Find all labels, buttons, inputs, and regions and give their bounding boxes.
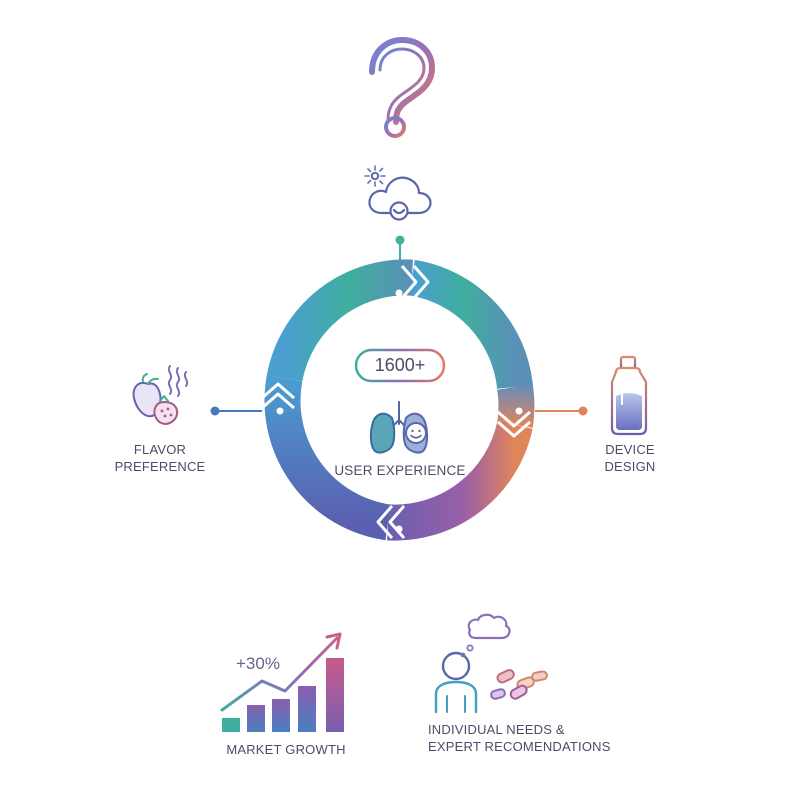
ring-dots (276, 289, 523, 533)
individual-needs-line2: EXPERT RECOMENDATIONS (428, 739, 611, 754)
individual-needs-line1: INDIVIDUAL NEEDS & (428, 722, 565, 737)
flavor-preference-line1: FLAVOR (133, 442, 187, 457)
growth-trend-line (220, 636, 339, 712)
person-thinking-icon (434, 613, 511, 714)
question-mark-icon (369, 37, 435, 138)
growth-bar (298, 686, 316, 732)
count-badge (354, 348, 446, 383)
growth-bar (326, 658, 344, 732)
device-design-label: DEVICE DESIGN (580, 441, 680, 475)
pills-icon (490, 669, 548, 700)
ring-chevrons (261, 265, 531, 539)
individual-needs-label: INDIVIDUAL NEEDS & EXPERT RECOMENDATIONS (428, 721, 628, 755)
vape-device-icon (610, 355, 648, 436)
left-connector (210, 406, 262, 416)
count-badge-text: 1600+ (374, 355, 426, 375)
growth-bar (247, 705, 265, 732)
user-experience-ring (264, 259, 535, 541)
growth-chart-icon (220, 632, 344, 732)
device-design-line1: DEVICE (605, 442, 655, 457)
flavor-preference-label: FLAVOR PREFERENCE (100, 441, 220, 475)
right-connector (535, 406, 588, 416)
device-design-line2: DESIGN (604, 459, 656, 474)
lungs-smile-icon (369, 401, 429, 454)
growth-bar (222, 718, 240, 732)
growth-percent: +30% (236, 654, 280, 673)
growth-bar (272, 699, 290, 732)
fruit-aroma-icon (132, 365, 189, 425)
market-growth-label: MARKET GROWTH (226, 742, 346, 757)
center-label: USER EXPERIENCE (334, 463, 466, 478)
arrow-head-icon (325, 632, 342, 650)
flavor-preference-line2: PREFERENCE (114, 459, 206, 474)
cloud-smile-icon (364, 165, 432, 221)
